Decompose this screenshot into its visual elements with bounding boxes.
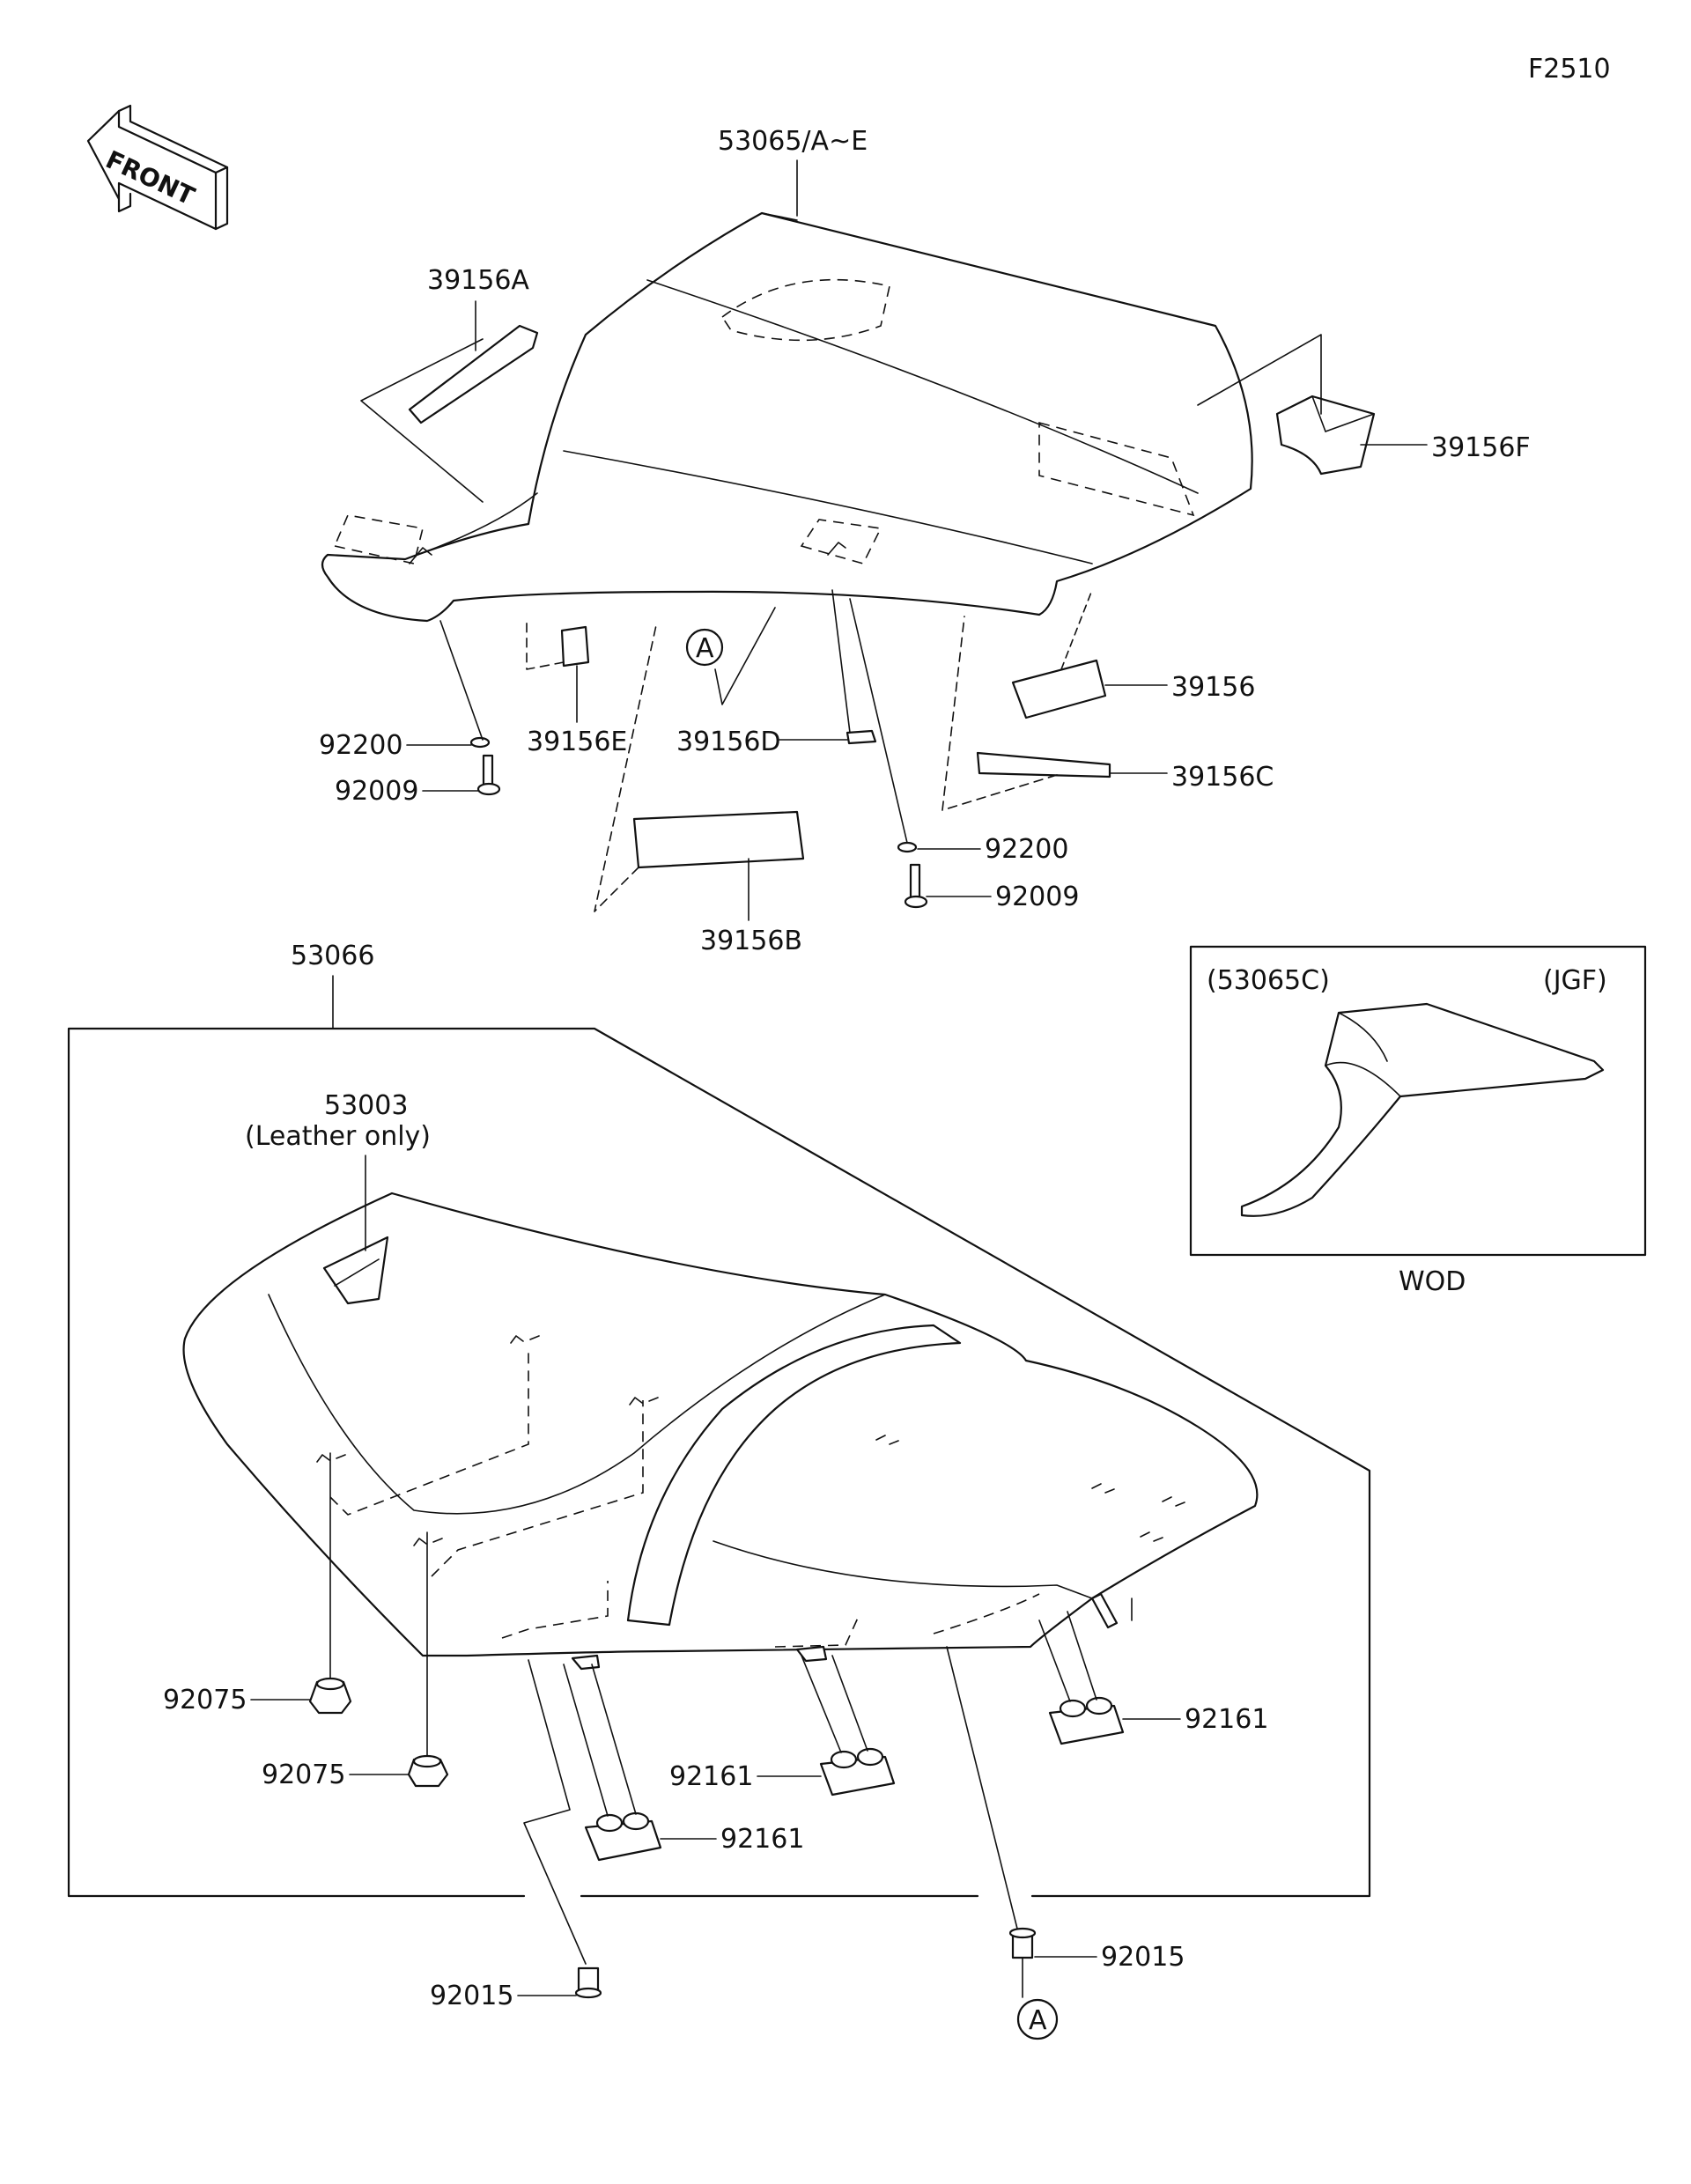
label-tag-53003 [322, 1236, 389, 1305]
figure-id: F2510 [1528, 54, 1611, 85]
label-39156A: 39156A [427, 265, 529, 296]
reference-a-lower [1016, 1998, 1059, 2040]
foam-pad-39156 [1011, 659, 1107, 719]
washer-92200-left [469, 736, 491, 749]
seat-53066 [182, 1192, 1259, 1671]
label-53003-note: (Leather only) [245, 1121, 431, 1152]
reference-a-upper [685, 628, 724, 667]
label-39156B: 39156B [700, 926, 802, 956]
front-label: FRONT [101, 144, 199, 210]
foam-block-39156B [632, 810, 805, 869]
label-92161-right: 92161 [1185, 1704, 1268, 1735]
front-arrow-icon: FRONT [86, 104, 229, 231]
inset-market: (JGF) [1543, 965, 1607, 996]
screw-92009-left [476, 754, 501, 796]
label-92015-right: 92015 [1101, 1942, 1185, 1973]
damper-92075-lower [407, 1754, 449, 1788]
label-92075-lower: 92075 [262, 1760, 345, 1790]
label-92075-upper: 92075 [163, 1685, 247, 1715]
label-92161-middle: 92161 [669, 1761, 753, 1792]
reference-a-lower-label: A [1029, 2005, 1047, 2036]
inset-part-ref: (53065C) [1207, 965, 1330, 996]
stopper-92161-middle [819, 1747, 896, 1797]
label-39156F: 39156F [1431, 432, 1531, 463]
label-53066: 53066 [291, 941, 374, 971]
label-92009-left: 92009 [335, 776, 418, 807]
label-39156C: 39156C [1171, 762, 1274, 793]
seat-cover-53065 [321, 211, 1253, 623]
label-39156: 39156 [1171, 672, 1255, 703]
label-39156D: 39156D [676, 727, 781, 757]
label-92015-left: 92015 [430, 1981, 513, 2011]
reference-a-upper-label: A [696, 633, 714, 664]
label-92200-left: 92200 [319, 730, 402, 761]
label-92200-right: 92200 [985, 834, 1068, 865]
inset-53065C: (53065C) (JGF) WOD [1189, 945, 1647, 1297]
washer-92200-right [897, 841, 918, 853]
label-53003: 53003 [324, 1090, 408, 1121]
label-53065: 53065/A~E [718, 126, 868, 157]
stopper-92161-left [584, 1811, 662, 1862]
damper-92075-upper [308, 1677, 352, 1715]
collar-92015-right [1008, 1927, 1037, 1959]
label-92161-left: 92161 [720, 1824, 804, 1855]
label-39156E: 39156E [527, 727, 627, 757]
inset-caption: WOD [1399, 1266, 1466, 1297]
seat-assembly-frame [67, 1027, 1371, 1898]
screw-92009-right [904, 863, 928, 909]
foam-pad-39156F [1275, 395, 1376, 476]
stopper-92161-right [1048, 1696, 1125, 1745]
foam-pad-39156A [408, 324, 539, 424]
inset-cover-icon [1240, 1002, 1605, 1217]
foam-strip-39156C [976, 751, 1111, 778]
collar-92015-left [574, 1966, 602, 1999]
foam-pad-39156E [560, 625, 590, 668]
label-92009-right: 92009 [995, 882, 1079, 912]
foam-tab-39156D [846, 729, 877, 745]
